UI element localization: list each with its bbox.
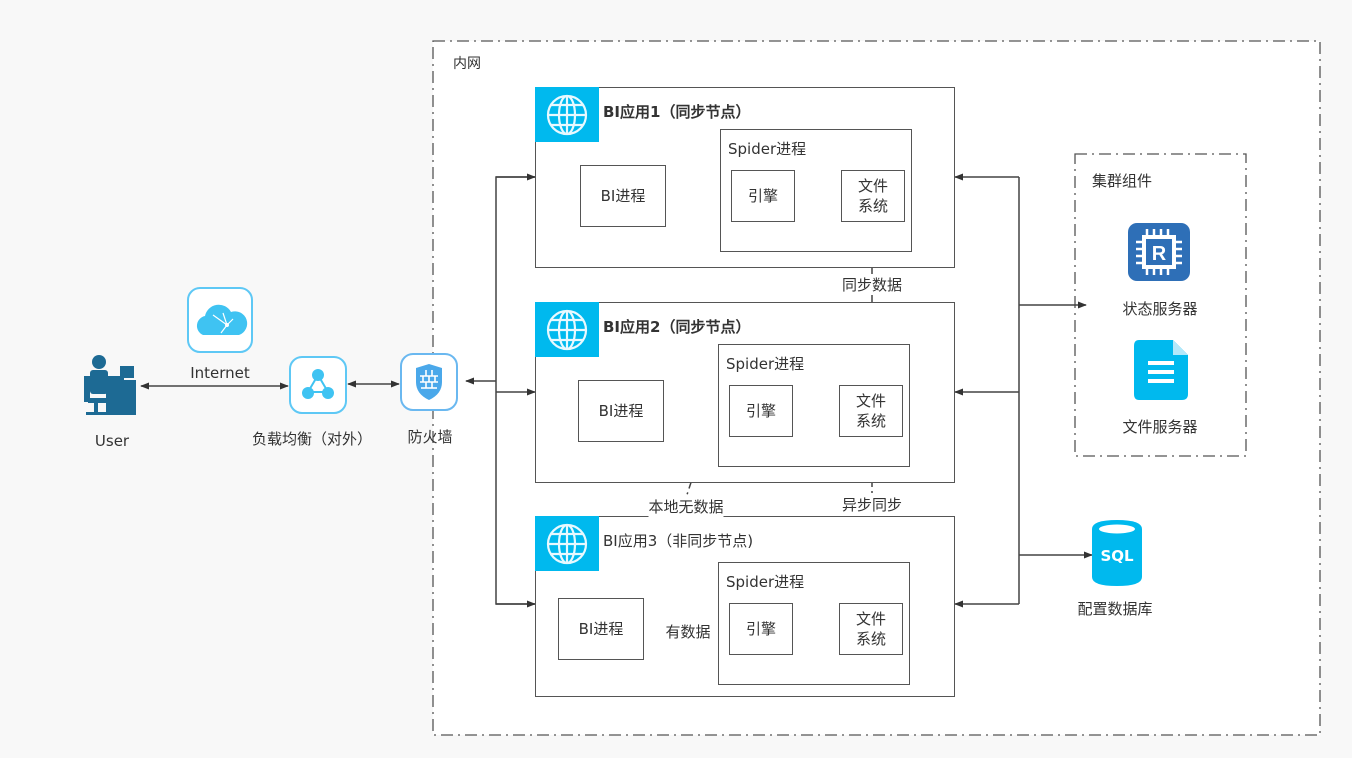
cloud-network-icon <box>187 287 253 353</box>
svg-text:R: R <box>1152 243 1167 265</box>
app3-spider-label: Spider进程 <box>726 573 805 591</box>
load-balancer-node[interactable] <box>288 355 348 415</box>
firewall-shield-icon <box>400 353 458 411</box>
app3-globe-badge <box>535 516 599 571</box>
app1-engine[interactable]: 引擎 <box>731 170 795 222</box>
async-sync-label: 异步同步 <box>841 494 903 515</box>
internet-label: Internet <box>190 364 250 382</box>
internet-node[interactable] <box>183 285 257 357</box>
has-data-label: 有数据 <box>665 621 711 642</box>
intranet-label: 内网 <box>453 56 481 72</box>
cluster-label: 集群组件 <box>1092 172 1153 190</box>
user-node[interactable] <box>80 350 138 422</box>
globe-icon <box>546 523 588 565</box>
redis-chip-icon: R <box>1128 223 1190 281</box>
fs-line2: 系统 <box>855 630 886 648</box>
app1-globe-badge <box>535 87 599 142</box>
fs-line2: 系统 <box>857 197 888 215</box>
sql-database-icon: SQL <box>1092 520 1142 586</box>
app2-engine[interactable]: 引擎 <box>729 385 793 437</box>
app2-globe-badge <box>535 302 599 357</box>
svg-text:SQL: SQL <box>1100 547 1134 565</box>
file-server-label: 文件服务器 <box>1122 418 1198 436</box>
app2-file-system[interactable]: 文件 系统 <box>839 385 903 437</box>
load-balancer-icon <box>289 356 347 414</box>
app2-bi-process[interactable]: BI进程 <box>578 380 664 442</box>
app2-title: BI应用2（同步节点） <box>603 318 751 336</box>
app2-spider-label: Spider进程 <box>726 355 805 373</box>
fs-line2: 系统 <box>855 412 886 430</box>
config-db-label: 配置数据库 <box>1077 600 1153 618</box>
document-icon <box>1134 340 1188 400</box>
sync-data-label: 同步数据 <box>841 274 903 295</box>
no-local-data-label: 本地无数据 <box>648 496 724 517</box>
app1-title: BI应用1（同步节点） <box>603 103 751 121</box>
cluster-boundary <box>1074 153 1247 457</box>
globe-icon <box>546 94 588 136</box>
firewall-node[interactable] <box>399 352 459 412</box>
app3-title: BI应用3（非同步节点) <box>603 532 754 550</box>
app3-bi-process[interactable]: BI进程 <box>558 598 644 660</box>
user-at-desk-icon <box>84 355 136 415</box>
app3-file-system[interactable]: 文件 系统 <box>839 603 903 655</box>
app3-engine[interactable]: 引擎 <box>729 603 793 655</box>
app1-file-system[interactable]: 文件 系统 <box>841 170 905 222</box>
app1-spider-label: Spider进程 <box>728 140 807 158</box>
load-balancer-label: 负载均衡（对外） <box>251 430 373 448</box>
config-db-node[interactable]: SQL <box>1091 519 1143 587</box>
globe-icon <box>546 309 588 351</box>
app1-bi-process[interactable]: BI进程 <box>580 165 666 227</box>
user-label: User <box>94 432 130 450</box>
firewall-label: 防火墙 <box>407 428 453 446</box>
state-server-node[interactable]: R <box>1127 222 1191 282</box>
fs-line1: 文件 <box>857 177 888 195</box>
file-server-node[interactable] <box>1133 339 1189 401</box>
fs-line1: 文件 <box>855 610 886 628</box>
fs-line1: 文件 <box>855 392 886 410</box>
state-server-label: 状态服务器 <box>1122 300 1198 318</box>
